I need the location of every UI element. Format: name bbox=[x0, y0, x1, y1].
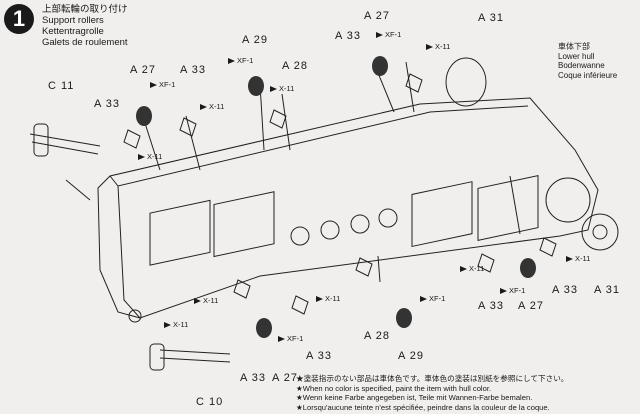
hull-french: Coque inférieure bbox=[558, 70, 618, 80]
arm-part bbox=[179, 117, 197, 137]
part-label: A 28 bbox=[282, 60, 309, 72]
part-label: A 33 bbox=[94, 98, 121, 110]
arm-part bbox=[355, 257, 373, 277]
paint-callout: X-11 bbox=[460, 264, 484, 273]
title-japanese: 上部転輪の取り付け bbox=[42, 4, 128, 15]
arm-part bbox=[477, 253, 495, 273]
paint-callout: XF-1 bbox=[500, 286, 525, 295]
arm-part bbox=[233, 279, 251, 299]
paint-callout: X-11 bbox=[426, 42, 450, 51]
paint-callout: X-11 bbox=[566, 254, 590, 263]
paint-notes: ★塗装指示のない部品は車体色です。車体色の塗装は別紙を参照にして下さい。 ★Wh… bbox=[296, 374, 568, 412]
part-label: A 33 bbox=[478, 300, 505, 312]
arm-part bbox=[539, 237, 557, 257]
hull-top-edge bbox=[109, 105, 529, 187]
hull-outline bbox=[97, 97, 599, 319]
suspension-panel-2 bbox=[213, 191, 275, 258]
hull-japanese: 車体下部 bbox=[558, 42, 590, 51]
part-label: A 27 bbox=[518, 300, 545, 312]
hull-label: 車体下部 Lower hull Bodenwanne Coque inférie… bbox=[558, 42, 617, 80]
paint-callout: X-11 bbox=[194, 296, 218, 305]
part-label: A 27 bbox=[272, 372, 299, 384]
part-label: A 33 bbox=[180, 64, 207, 76]
note-german: ★Wenn keine Farbe angegeben ist, Teile m… bbox=[296, 393, 533, 403]
step-title: 上部転輪の取り付け Support rollers Kettentragroll… bbox=[42, 4, 128, 48]
part-label: A 29 bbox=[242, 34, 269, 46]
sprocket-part bbox=[581, 213, 619, 251]
suspension-panel-1 bbox=[149, 199, 211, 266]
part-label: A 28 bbox=[364, 330, 391, 342]
title-english: Support rollers bbox=[42, 15, 104, 26]
arm-part bbox=[405, 73, 423, 93]
paint-callout: XF-1 bbox=[228, 56, 253, 65]
part-label: C 11 bbox=[48, 80, 75, 92]
roller-part bbox=[136, 106, 152, 126]
paint-callout: X-11 bbox=[164, 320, 188, 329]
part-label: A 33 bbox=[240, 372, 267, 384]
part-label: A 27 bbox=[130, 64, 157, 76]
roller-part bbox=[248, 76, 264, 96]
hull-german: Bodenwanne bbox=[558, 61, 605, 70]
title-german: Kettentragrolle bbox=[42, 26, 104, 37]
step-number-badge: 1 bbox=[4, 4, 34, 34]
roller-part bbox=[372, 56, 388, 76]
paint-callout: X-11 bbox=[270, 84, 294, 93]
part-label: C 10 bbox=[196, 396, 224, 408]
paint-callout: XF-1 bbox=[278, 334, 303, 343]
paint-callout: XF-1 bbox=[150, 80, 175, 89]
shock-absorber-c11 bbox=[29, 133, 101, 155]
mount-hole bbox=[350, 214, 370, 234]
part-label: A 31 bbox=[594, 284, 621, 296]
part-label: A 33 bbox=[552, 284, 579, 296]
mount-hole bbox=[290, 226, 310, 246]
arm-part bbox=[269, 109, 287, 129]
paint-callout: XF-1 bbox=[376, 30, 401, 39]
hull-english: Lower hull bbox=[558, 51, 595, 61]
part-label: A 29 bbox=[398, 350, 425, 362]
roller-part bbox=[256, 318, 272, 338]
part-label-a31-hull: A 31 bbox=[478, 12, 505, 24]
paint-callout: X-11 bbox=[138, 152, 162, 161]
paint-callout: XF-1 bbox=[420, 294, 445, 303]
arm-part bbox=[291, 295, 309, 315]
sprocket-housing bbox=[545, 177, 591, 223]
part-label: A 33 bbox=[306, 350, 333, 362]
title-french: Galets de roulement bbox=[42, 37, 128, 48]
paint-callout: X-11 bbox=[200, 102, 224, 111]
shock-absorber-c10 bbox=[159, 349, 231, 363]
suspension-panel-3 bbox=[411, 181, 473, 248]
mount-hole bbox=[320, 220, 340, 240]
paint-callout: X-11 bbox=[316, 294, 340, 303]
arm-part bbox=[123, 129, 141, 149]
roller-part bbox=[520, 258, 536, 278]
part-label: A 33 bbox=[335, 30, 362, 42]
hull-side-line bbox=[117, 185, 141, 319]
mount-hole bbox=[378, 208, 398, 228]
note-french: ★Lorsqu'aucune teinte n'est spécifiée, p… bbox=[296, 402, 550, 412]
suspension-panel-4 bbox=[477, 175, 539, 242]
note-japanese: ★塗装指示のない部品は車体色です。車体色の塗装は別紙を参照にして下さい。 bbox=[296, 374, 569, 383]
part-label: A 27 bbox=[364, 10, 391, 22]
hull-cover-disc bbox=[445, 57, 487, 107]
note-english: ★When no color is specified, paint the i… bbox=[296, 383, 492, 393]
idler-housing bbox=[128, 309, 142, 323]
roller-part bbox=[396, 308, 412, 328]
